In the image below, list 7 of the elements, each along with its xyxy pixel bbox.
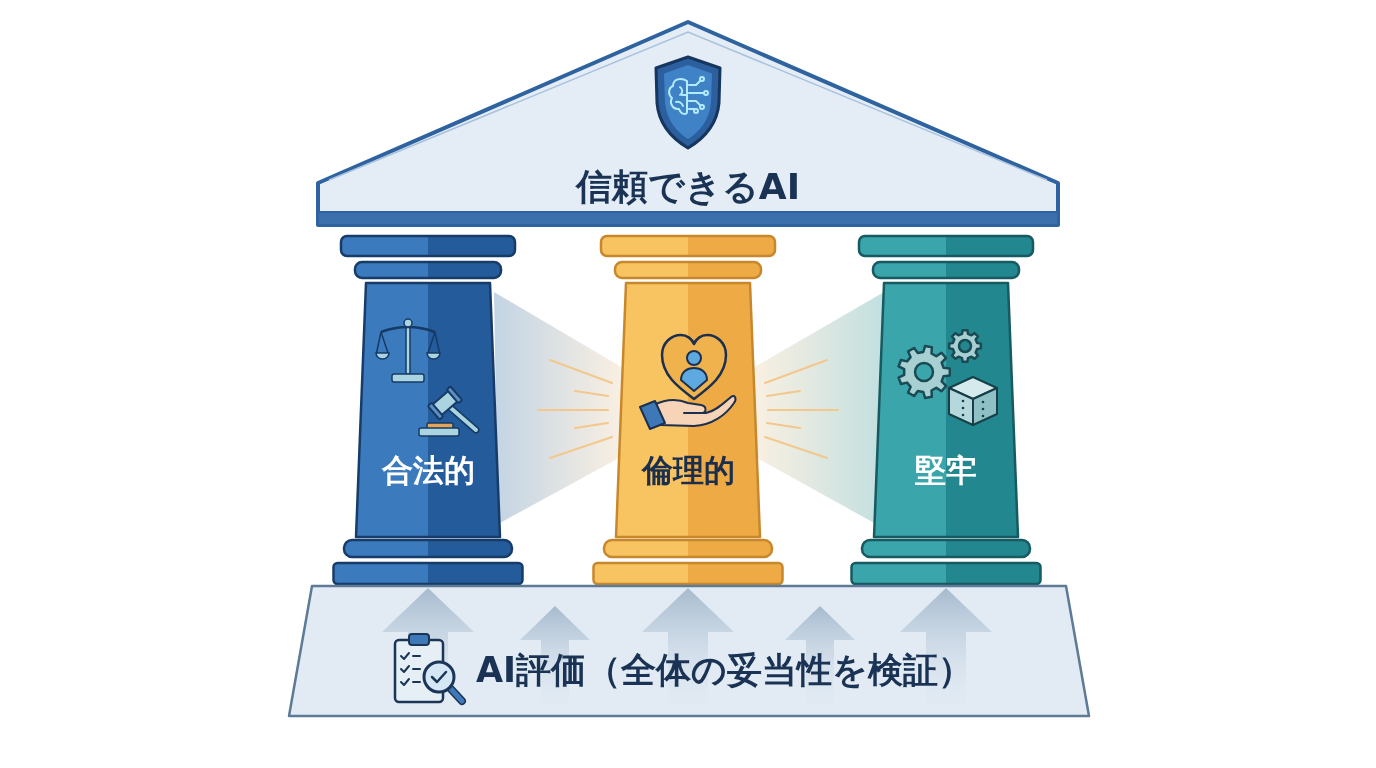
roof-title: 信頼できるAI bbox=[575, 167, 801, 207]
pillar-label: 倫理的 bbox=[641, 452, 735, 488]
base-platform bbox=[286, 584, 1092, 720]
pillar-label: 合法的 bbox=[381, 452, 475, 488]
roof-pediment bbox=[316, 20, 1060, 228]
pillar-label: 堅牢 bbox=[915, 452, 977, 488]
base-label: AI評価（全体の妥当性を検証） bbox=[476, 650, 974, 690]
